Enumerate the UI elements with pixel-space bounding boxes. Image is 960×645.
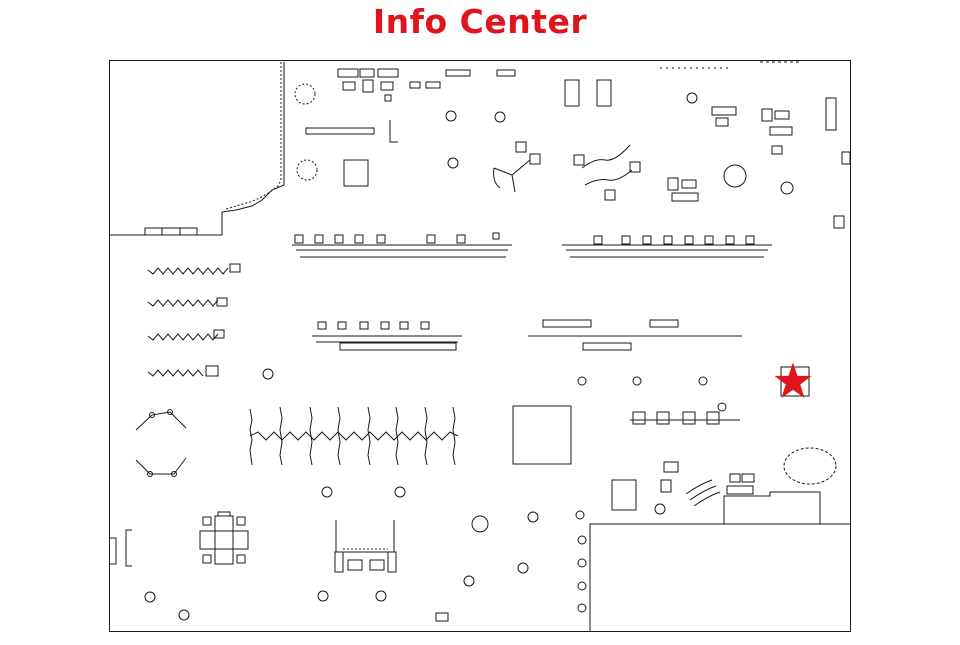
partition-grid: [249, 406, 459, 466]
star-icon: [774, 362, 812, 398]
map-title: Info Center: [372, 2, 588, 41]
chairs: [294, 232, 755, 425]
top-furniture: [305, 61, 837, 202]
irregular-wall: [110, 62, 285, 236]
lower-right-room: [589, 491, 850, 632]
zigzag-rows: [147, 263, 241, 377]
y-table: [493, 141, 541, 193]
diamond-tables: [135, 409, 187, 477]
cluster-table: [199, 511, 249, 565]
building-outline: [109, 60, 851, 632]
info-center-marker[interactable]: [774, 362, 812, 398]
right-tables: [611, 151, 851, 511]
left-wall-fixtures: [110, 529, 132, 567]
chair-clusters: [144, 92, 727, 622]
bench-cluster: [334, 520, 397, 573]
round-tables: [294, 83, 794, 195]
workstation-rows: [292, 244, 772, 421]
cross-tables: [573, 144, 641, 201]
central-column: [512, 405, 572, 465]
